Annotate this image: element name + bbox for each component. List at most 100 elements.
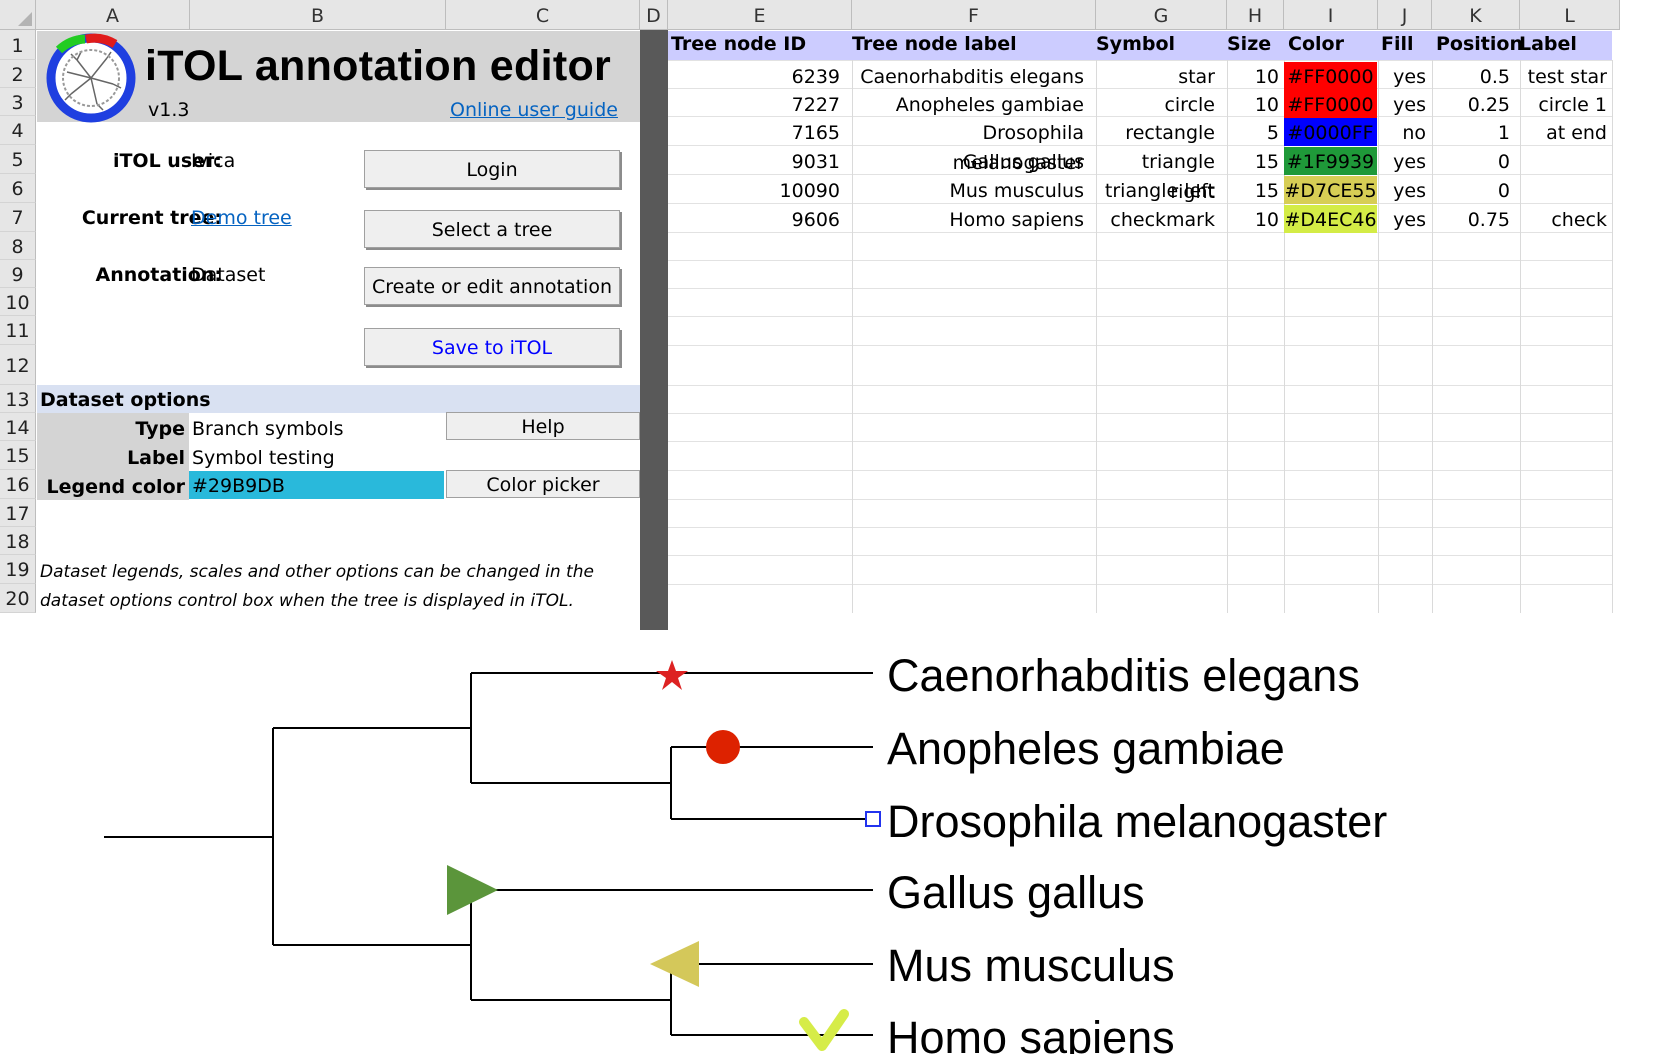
row-header-2[interactable]: 2: [0, 60, 36, 88]
cell-fill[interactable]: yes: [1393, 66, 1426, 88]
cell-size[interactable]: 15: [1254, 180, 1279, 202]
row-header-12[interactable]: 12: [0, 345, 36, 385]
cell-label[interactable]: Mus musculus: [949, 180, 1084, 202]
column-header-b[interactable]: B: [190, 0, 446, 30]
cell-label[interactable]: Anopheles gambiae: [895, 94, 1084, 116]
column-header-k[interactable]: K: [1432, 0, 1520, 30]
select-all-corner[interactable]: [0, 0, 36, 30]
select-tree-button[interactable]: Select a tree: [364, 210, 620, 248]
cell-text[interactable]: [1520, 147, 1607, 175]
cell-text[interactable]: [1520, 176, 1607, 204]
row-header-1[interactable]: 1: [0, 30, 36, 60]
row-header-3[interactable]: 3: [0, 88, 36, 116]
cell-label[interactable]: Gallus gallus: [962, 151, 1084, 173]
cell-fill[interactable]: yes: [1393, 180, 1426, 202]
help-button[interactable]: Help: [446, 412, 640, 440]
save-to-itol-button[interactable]: Save to iTOL: [364, 328, 620, 366]
tree-branches: [104, 672, 873, 1036]
row-header-20[interactable]: 20: [0, 584, 36, 613]
cell-id[interactable]: 6239: [791, 66, 840, 88]
legend-color-cell[interactable]: #29B9DB: [189, 471, 444, 499]
cell-size[interactable]: 10: [1254, 94, 1279, 116]
current-tree-label: Current tree:: [81, 207, 222, 229]
cell-size[interactable]: 15: [1254, 151, 1279, 173]
column-header-l[interactable]: L: [1520, 0, 1620, 30]
cell-id[interactable]: 9031: [791, 151, 840, 173]
header-symbol: Symbol: [1096, 33, 1176, 55]
cell-position[interactable]: 0.75: [1467, 209, 1510, 231]
cell-symbol[interactable]: triangle left: [1104, 180, 1215, 202]
cell-label[interactable]: Homo sapiens: [949, 209, 1084, 231]
cell-text[interactable]: check: [1551, 209, 1607, 231]
row-header-11[interactable]: 11: [0, 316, 36, 345]
cell-position[interactable]: 0: [1497, 151, 1510, 173]
cell-fill[interactable]: yes: [1393, 94, 1426, 116]
cell-position[interactable]: 0.5: [1479, 66, 1510, 88]
row-header-13[interactable]: 13: [0, 385, 36, 413]
cell-color[interactable]: #1F9939: [1284, 147, 1377, 175]
type-value[interactable]: Branch symbols: [192, 418, 344, 440]
leaf-homo: Homo sapiens: [887, 1012, 1175, 1054]
user-label: iTOL user:: [112, 150, 222, 172]
column-header-d[interactable]: D: [640, 0, 668, 30]
cell-fill[interactable]: yes: [1393, 209, 1426, 231]
column-header-i[interactable]: I: [1284, 0, 1378, 30]
current-tree-link[interactable]: Demo tree: [191, 207, 292, 229]
cell-fill[interactable]: yes: [1393, 151, 1426, 173]
column-header-a[interactable]: A: [36, 0, 190, 30]
cell-label[interactable]: Caenorhabditis elegans: [860, 66, 1084, 88]
login-button[interactable]: Login: [364, 150, 620, 188]
color-picker-button[interactable]: Color picker: [446, 470, 640, 498]
row-header-5[interactable]: 5: [0, 145, 36, 174]
row-header-18[interactable]: 18: [0, 527, 36, 555]
annotation-value: Dataset: [191, 264, 266, 286]
column-header-j[interactable]: J: [1378, 0, 1432, 30]
row-header-15[interactable]: 15: [0, 441, 36, 470]
column-header-h[interactable]: H: [1227, 0, 1284, 30]
row-header-10[interactable]: 10: [0, 288, 36, 316]
cell-symbol[interactable]: checkmark: [1110, 209, 1215, 231]
row-header-19[interactable]: 19: [0, 555, 36, 584]
cell-color[interactable]: #0000FF: [1284, 118, 1377, 146]
row-header-7[interactable]: 7: [0, 203, 36, 232]
cell-fill[interactable]: no: [1402, 122, 1426, 144]
cell-text[interactable]: test star: [1527, 66, 1607, 88]
cell-text[interactable]: at end: [1546, 122, 1607, 144]
cell-position[interactable]: 1: [1497, 122, 1510, 144]
cell-id[interactable]: 10090: [779, 180, 840, 202]
online-guide-link[interactable]: Online user guide: [450, 99, 618, 121]
row-header-8[interactable]: 8: [0, 232, 36, 260]
cell-position[interactable]: 0.25: [1467, 94, 1510, 116]
header-size: Size: [1227, 33, 1272, 55]
row-header-9[interactable]: 9: [0, 260, 36, 288]
cell-color[interactable]: #D7CE55: [1284, 176, 1377, 204]
create-edit-annotation-button[interactable]: Create or edit annotation: [364, 267, 620, 305]
row-header-16[interactable]: 16: [0, 470, 36, 499]
column-header-f[interactable]: F: [852, 0, 1096, 30]
cell-color[interactable]: #D4EC46: [1284, 205, 1377, 233]
label-value[interactable]: Symbol testing: [192, 447, 335, 469]
column-header-g[interactable]: G: [1096, 0, 1227, 30]
cell-id[interactable]: 7227: [791, 94, 840, 116]
cell-id[interactable]: 7165: [791, 122, 840, 144]
cell-label[interactable]: Drosophila melanogaster: [952, 122, 1084, 174]
cell-symbol[interactable]: triangle right: [1141, 151, 1215, 203]
cell-symbol[interactable]: star: [1178, 66, 1215, 88]
row-header-14[interactable]: 14: [0, 413, 36, 441]
cell-color[interactable]: #FF0000: [1284, 62, 1377, 90]
column-header-e[interactable]: E: [668, 0, 852, 30]
cell-color[interactable]: #FF0000: [1284, 90, 1377, 118]
cell-size[interactable]: 5: [1266, 122, 1279, 144]
row-header-6[interactable]: 6: [0, 174, 36, 203]
cell-size[interactable]: 10: [1254, 66, 1279, 88]
column-header-c[interactable]: C: [446, 0, 640, 30]
cell-symbol[interactable]: circle: [1164, 94, 1215, 116]
row-header-4[interactable]: 4: [0, 116, 36, 145]
cell-position[interactable]: 0: [1497, 180, 1510, 202]
cell-id[interactable]: 9606: [791, 209, 840, 231]
cell-symbol[interactable]: rectangle: [1125, 122, 1215, 144]
row-header-17[interactable]: 17: [0, 499, 36, 527]
cell-text[interactable]: circle 1: [1538, 94, 1607, 116]
cell-size[interactable]: 10: [1254, 209, 1279, 231]
